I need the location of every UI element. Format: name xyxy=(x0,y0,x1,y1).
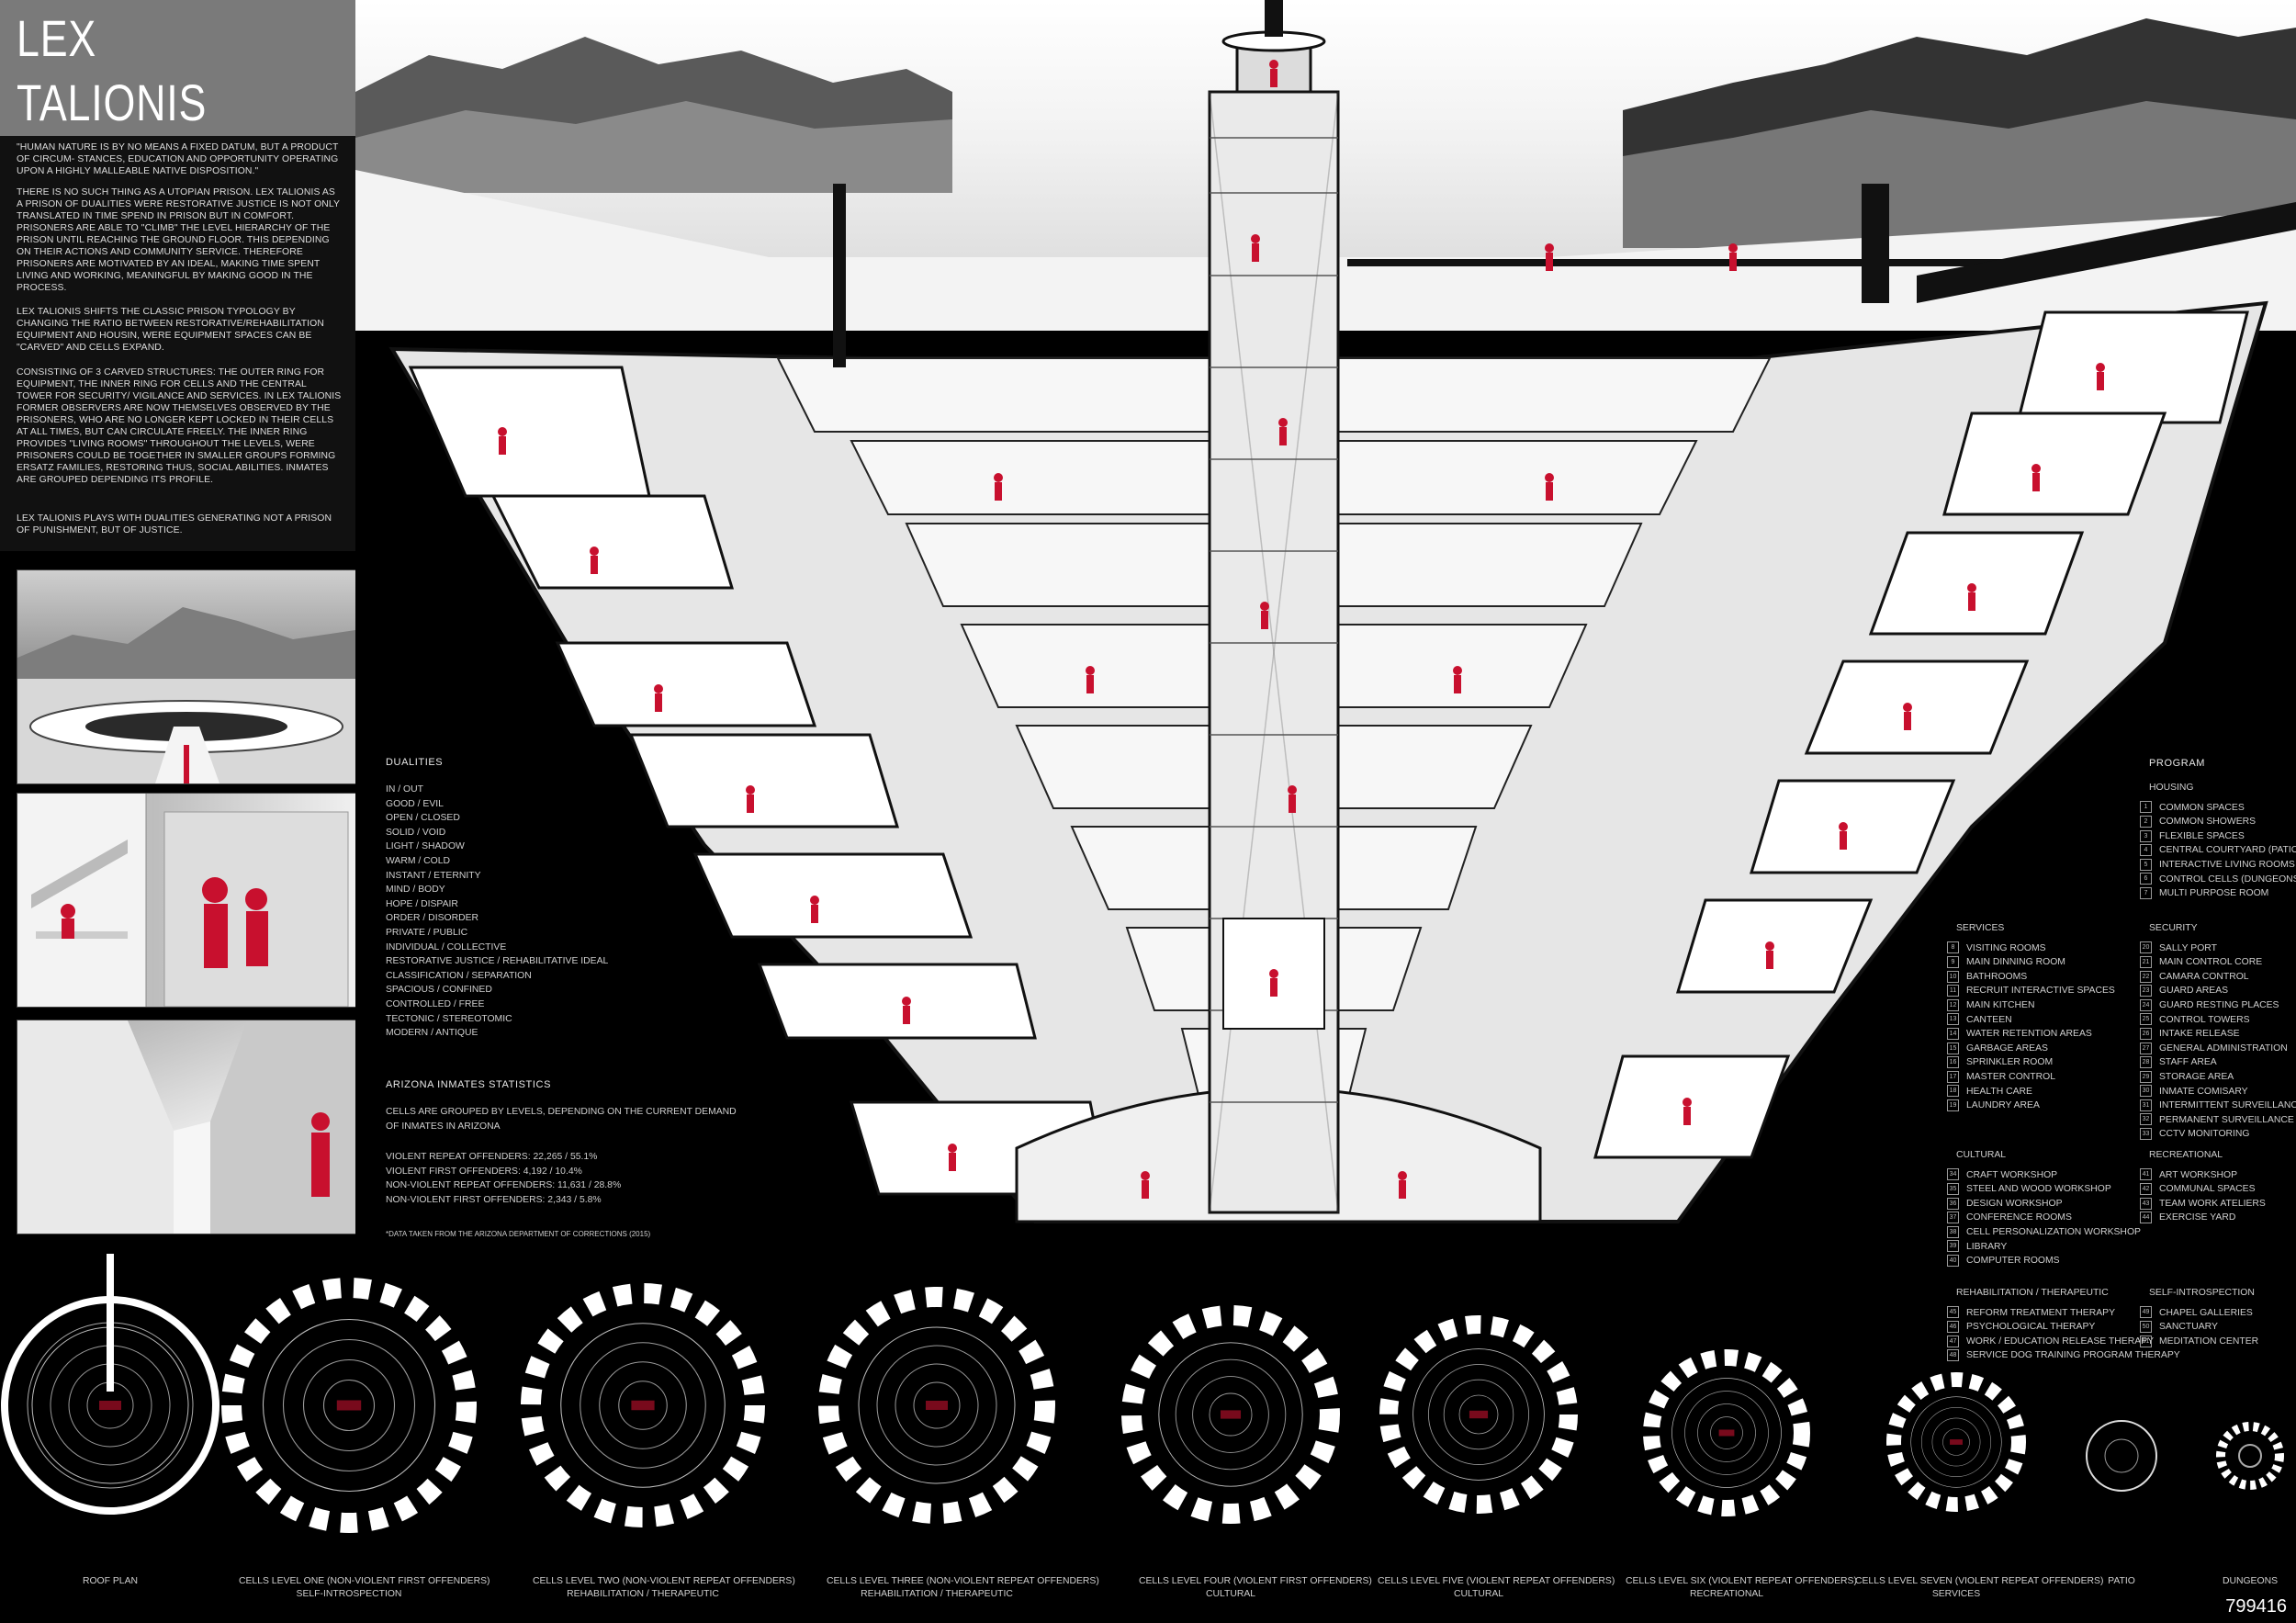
plan-roof xyxy=(5,1254,216,1511)
duality-item: WARM / COLD xyxy=(386,855,451,866)
intro-paragraph-2: LEX TALIONIS SHIFTS THE CLASSIC PRISON T… xyxy=(17,307,324,353)
corridor-illustration xyxy=(17,1020,355,1234)
corridor-photo xyxy=(17,1020,356,1234)
interior-cell-photo xyxy=(17,793,356,1008)
rehab-heading: REHABILITATION / THERAPEUTIC xyxy=(1956,1288,2109,1298)
duality-item: IN / OUT xyxy=(386,784,423,795)
plan-level-4 xyxy=(1131,1315,1330,1514)
duality-item: LIGHT / SHADOW xyxy=(386,841,465,852)
plan-label: CELLS LEVEL FIVE (VIOLENT REPEAT OFFENDE… xyxy=(1378,1576,1615,1599)
stats-intro: CELLS ARE GROUPED BY LEVELS, DEPENDING O… xyxy=(386,1107,737,1132)
duality-item: HOPE / DISPAIR xyxy=(386,898,458,909)
plan-label: ROOF PLAN xyxy=(82,1576,139,1586)
duality-item: CONTROLLED / FREE xyxy=(386,998,485,1009)
plan-label: CELLS LEVEL FOUR (VIOLENT FIRST OFFENDER… xyxy=(1139,1576,1372,1599)
dualities-list: IN / OUT GOOD / EVIL OPEN / CLOSED SOLID… xyxy=(386,783,608,1041)
duality-item: GOOD / EVIL xyxy=(386,798,444,809)
plan-label: CELLS LEVEL TWO (NON-VIOLENT REPEAT OFFE… xyxy=(533,1576,795,1599)
duality-item: INSTANT / ETERNITY xyxy=(386,870,481,881)
security-heading: SECURITY xyxy=(2149,923,2198,933)
intro-paragraph-4: LEX TALIONIS PLAYS WITH DUALITIES GENERA… xyxy=(17,513,332,535)
plan-level-6 xyxy=(1651,1358,1802,1508)
mountains-left-near xyxy=(355,101,952,193)
quote-text: "HUMAN NATURE IS BY NO MEANS A FIXED DAT… xyxy=(17,142,339,176)
entry-id: 799416 xyxy=(2225,1596,2287,1617)
duality-item: SPACIOUS / CONFINED xyxy=(386,985,492,996)
stat-item: VIOLENT FIRST OFFENDERS: 4,192 / 10.4% xyxy=(386,1166,582,1177)
plan-level-1 xyxy=(231,1288,467,1523)
duality-item: TECTONIC / STEREOTOMIC xyxy=(386,1013,512,1024)
plan-label: DUNGEONS xyxy=(2222,1576,2279,1586)
duality-item: MIND / BODY xyxy=(386,885,445,896)
duality-item: PRIVATE / PUBLIC xyxy=(386,927,468,938)
mountains-right-near xyxy=(1623,101,2296,248)
plan-dungeons xyxy=(2216,1422,2284,1490)
right-pylon xyxy=(1862,184,1889,303)
stat-item: NON-VIOLENT REPEAT OFFENDERS: 11,631 / 2… xyxy=(386,1180,622,1191)
plan-label: CELLS LEVEL ONE (NON-VIOLENT FIRST OFFEN… xyxy=(239,1576,490,1599)
title-box: LEX TALIONIS xyxy=(0,0,355,136)
plan-label: CELLS LEVEL SIX (VIOLENT REPEAT OFFENDER… xyxy=(1626,1576,1857,1599)
right-tiers xyxy=(1593,310,2249,1159)
services-heading: SERVICES xyxy=(1956,923,2005,933)
stat-item: VIOLENT REPEAT OFFENDERS: 22,265 / 55.1% xyxy=(386,1152,598,1162)
duality-item: INDIVIDUAL / COLLECTIVE xyxy=(386,941,507,952)
duality-item: ORDER / DISORDER xyxy=(386,913,479,924)
earth-section xyxy=(355,331,2296,1304)
top-walkway xyxy=(1347,259,2082,266)
dualities-heading: DUALITIES xyxy=(386,757,444,768)
aerial-render-photo xyxy=(17,569,356,784)
stats-heading: ARIZONA INMATES STATISTICS xyxy=(386,1079,552,1090)
duality-item: RESTORATIVE JUSTICE / REHABILITATIVE IDE… xyxy=(386,956,609,967)
duality-item: CLASSIFICATION / SEPARATION xyxy=(386,970,532,981)
plan-label: PATIO xyxy=(2108,1576,2135,1586)
entry-ramp xyxy=(1917,202,2296,303)
plan-label: CELLS LEVEL SEVEN (VIOLENT REPEAT OFFEND… xyxy=(1855,1576,2104,1599)
title-line-1: LEX xyxy=(17,9,97,67)
duality-item: SOLID / VOID xyxy=(386,827,446,838)
plan-level-7 xyxy=(1894,1380,2019,1505)
plan-label: CELLS LEVEL THREE (NON-VIOLENT REPEAT OF… xyxy=(827,1576,1099,1599)
recreational-heading: RECREATIONAL xyxy=(2149,1150,2223,1160)
duality-item: OPEN / CLOSED xyxy=(386,813,460,824)
aerial-render-illustration xyxy=(17,607,355,783)
plan-patio xyxy=(2086,1420,2157,1492)
prison-section-drawing xyxy=(355,0,2296,1304)
inmate-figures xyxy=(498,60,2105,1199)
title-line-2: TALIONIS xyxy=(17,73,208,131)
cultural-heading: CULTURAL xyxy=(1956,1150,2007,1160)
left-pylon xyxy=(833,184,846,367)
plan-level-3 xyxy=(828,1297,1045,1514)
intro-paragraph-1: THERE IS NO SUCH THING AS A UTOPIAN PRIS… xyxy=(17,187,340,293)
plan-level-5 xyxy=(1389,1324,1569,1505)
stats-source: *DATA TAKEN FROM THE ARIZONA DEPARTMENT … xyxy=(386,1230,651,1238)
intro-paragraph-3: CONSISTING OF 3 CARVED STRUCTURES: THE O… xyxy=(17,367,342,485)
stats-list: VIOLENT REPEAT OFFENDERS: 22,265 / 55.1%… xyxy=(386,1150,621,1207)
plan-level-2 xyxy=(531,1293,755,1517)
duality-item: MODERN / ANTIQUE xyxy=(386,1028,478,1039)
interior-cell-illustration xyxy=(17,794,349,1007)
floor-plans-strip xyxy=(0,1254,2284,1623)
housing-heading: HOUSING xyxy=(2149,783,2194,793)
central-tower xyxy=(1208,0,1340,1214)
program-heading: PROGRAM xyxy=(2149,758,2206,769)
intro-heading: SELF-INTROSPECTION xyxy=(2149,1288,2255,1298)
stat-item: NON-VIOLENT FIRST OFFENDERS: 2,343 / 5.8… xyxy=(386,1194,602,1205)
